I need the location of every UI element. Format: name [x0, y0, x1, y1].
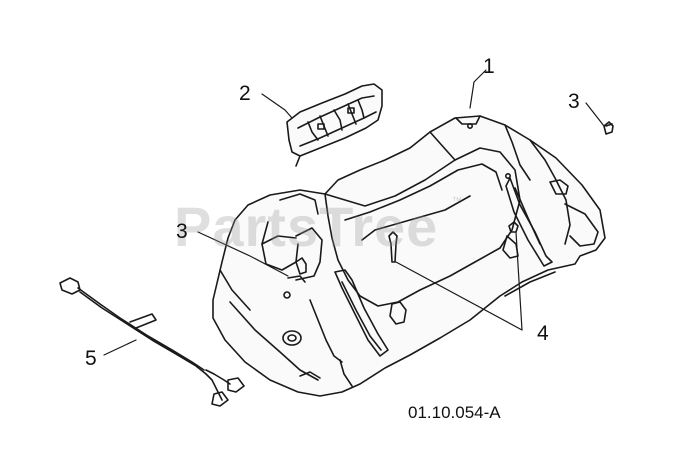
- instrument-bezel: [286, 83, 383, 167]
- callout-3-knob: 3: [176, 220, 188, 243]
- callout-2: 2: [239, 82, 251, 105]
- wiring-harness: [59, 277, 245, 407]
- callout-3-screw: 3: [568, 90, 580, 113]
- callout-5: 5: [85, 347, 97, 370]
- knob-left: [295, 257, 307, 275]
- trademark-symbol: ™: [452, 196, 462, 207]
- callout-4: 4: [537, 322, 549, 345]
- leader-lines: [103, 69, 605, 356]
- partstree-watermark: PartsTree: [174, 195, 439, 258]
- dash-panel-housing: [212, 115, 606, 397]
- drawing-number: 01.10.054-A: [408, 403, 501, 422]
- screw-right: [603, 121, 614, 135]
- push-pin: [388, 221, 519, 263]
- callout-1: 1: [483, 55, 495, 78]
